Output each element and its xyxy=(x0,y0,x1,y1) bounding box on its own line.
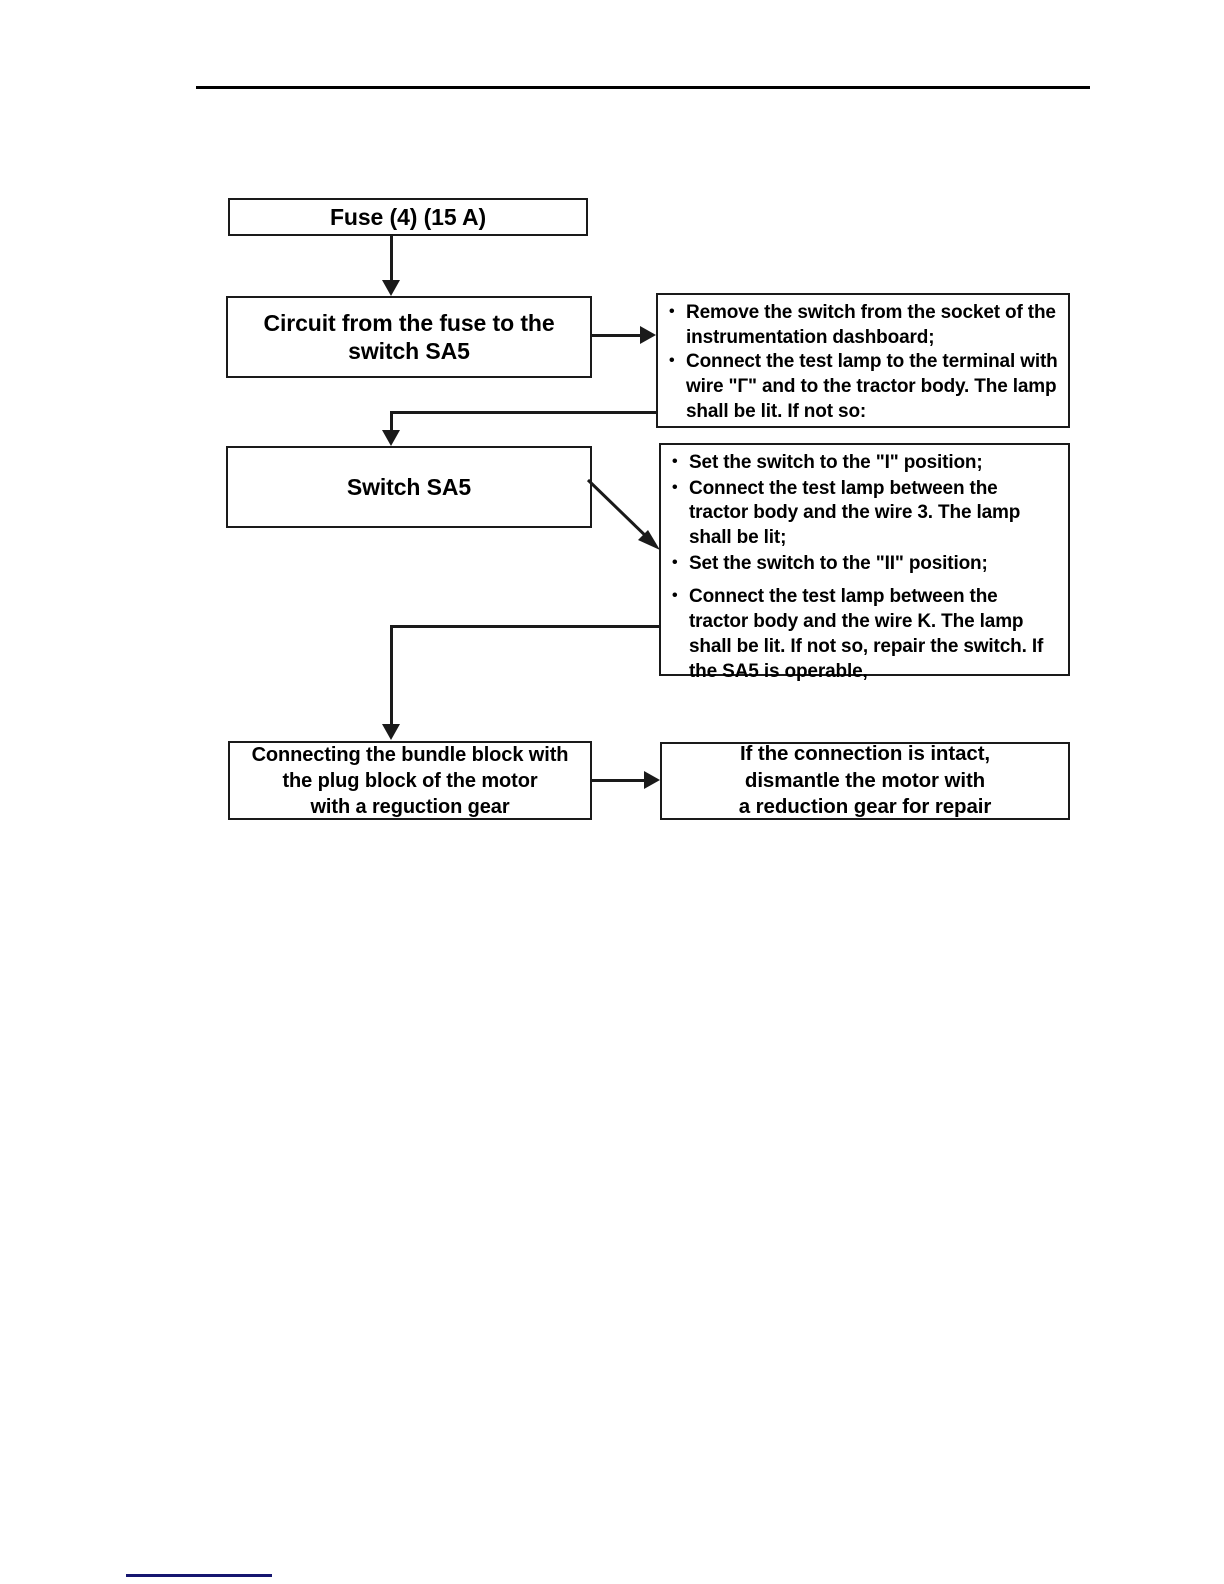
arrowhead-circuit-to-panel xyxy=(640,326,656,344)
flow-node-switch-label: Switch SA5 xyxy=(346,473,472,500)
flow-node-dismantle-label: If the connection is intact, dismantle t… xyxy=(738,742,992,819)
flow-node-fuse: Fuse (4) (15 A) xyxy=(228,198,588,236)
connector-fuse-to-circuit xyxy=(390,236,393,282)
connector-panel-switch-feedback-vertical xyxy=(390,625,393,727)
instruction-item: Connect the test lamp between the tracto… xyxy=(671,584,1060,684)
instruction-panel-circuit: Remove the switch from the socket of the… xyxy=(656,293,1070,428)
connector-bundle-to-dismantle xyxy=(592,779,648,782)
footer-rule xyxy=(126,1574,272,1577)
connector-switch-to-panel-switch xyxy=(586,478,660,550)
flow-node-bundle: Connecting the bundle block with the plu… xyxy=(228,741,592,820)
flow-node-circuit: Circuit from the fuse to the switch SA5 xyxy=(226,296,592,378)
arrowhead-panel-switch-to-bundle xyxy=(382,724,400,740)
header-rule xyxy=(196,86,1090,89)
arrowhead-panel-circuit-to-switch xyxy=(382,430,400,446)
instruction-item: Connect the test lamp between the tracto… xyxy=(671,476,1060,551)
instruction-item: Connect the test lamp to the terminal wi… xyxy=(668,349,1060,424)
arrowhead-bundle-to-dismantle xyxy=(644,771,660,789)
flow-node-circuit-label: Circuit from the fuse to the switch SA5 xyxy=(263,309,555,364)
connector-circuit-to-panel xyxy=(592,334,644,337)
connector-panel-switch-feedback-horizontal xyxy=(390,625,660,628)
instruction-item: Set the switch to the "II" position; xyxy=(671,551,1060,577)
instruction-list-switch: Set the switch to the "I" position; Conn… xyxy=(671,450,1060,684)
instruction-list-circuit: Remove the switch from the socket of the… xyxy=(668,300,1060,424)
instruction-panel-switch: Set the switch to the "I" position; Conn… xyxy=(659,443,1070,682)
flow-node-fuse-label: Fuse (4) (15 A) xyxy=(329,203,487,230)
connector-panel-circuit-feedback-horizontal xyxy=(390,411,658,414)
arrowhead-fuse-to-circuit xyxy=(382,280,400,296)
flow-node-bundle-label: Connecting the bundle block with the plu… xyxy=(251,743,569,818)
instruction-item: Remove the switch from the socket of the… xyxy=(668,300,1060,350)
instruction-item: Set the switch to the "I" position; xyxy=(671,450,1060,476)
connector-panel-circuit-feedback-vertical xyxy=(390,411,393,433)
flow-node-switch: Switch SA5 xyxy=(226,446,592,528)
flow-node-dismantle: If the connection is intact, dismantle t… xyxy=(660,742,1070,820)
